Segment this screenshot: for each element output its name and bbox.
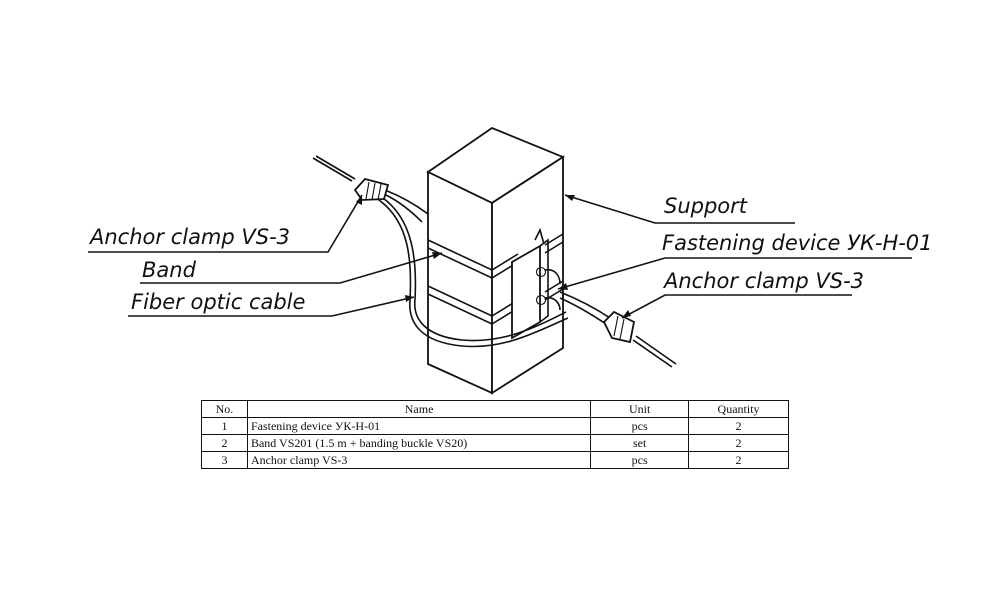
row-unit: set xyxy=(590,434,690,452)
anchor-clamp-left xyxy=(353,177,390,201)
row-no: 3 xyxy=(201,451,248,469)
row-unit: pcs xyxy=(590,417,690,435)
anchor-clamp-left-label: Anchor clamp VS-3 xyxy=(88,225,290,249)
row-name: Fastening device УК-Н-01 xyxy=(246,417,592,435)
header-name: Name xyxy=(246,400,592,418)
row-unit: pcs xyxy=(590,451,690,469)
fastening-device xyxy=(511,227,561,340)
table-row: 3 Anchor clamp VS-3 pcs 2 xyxy=(201,451,789,469)
fastening-device-label: Fastening device УК-Н-01 xyxy=(662,231,933,255)
fiber-optic-cable xyxy=(312,155,677,368)
table-row: 2 Band VS201 (1.5 m + banding buckle VS2… xyxy=(201,434,789,452)
row-quantity: 2 xyxy=(688,434,789,452)
table-row: 1 Fastening device УК-Н-01 pcs 2 xyxy=(201,417,789,435)
leader-lines xyxy=(88,194,912,319)
row-name: Band VS201 (1.5 m + banding buckle VS20) xyxy=(246,434,592,452)
anchor-clamp-right xyxy=(602,310,636,344)
header-unit: Unit xyxy=(590,400,690,418)
row-quantity: 2 xyxy=(688,417,789,435)
specification-table: No. Name Unit Quantity 1 Fastening devic… xyxy=(201,400,789,469)
header-no: No. xyxy=(201,400,248,418)
row-no: 1 xyxy=(201,417,248,435)
band-label: Band xyxy=(142,258,197,282)
table-header-row: No. Name Unit Quantity xyxy=(201,400,789,418)
support-label: Support xyxy=(664,194,748,218)
anchor-clamp-right-label: Anchor clamp VS-3 xyxy=(662,269,864,293)
support-post xyxy=(426,126,565,395)
header-quantity: Quantity xyxy=(688,400,789,418)
row-no: 2 xyxy=(201,434,248,452)
row-name: Anchor clamp VS-3 xyxy=(246,451,592,469)
row-quantity: 2 xyxy=(688,451,789,469)
fiber-optic-cable-label: Fiber optic cable xyxy=(131,290,305,314)
